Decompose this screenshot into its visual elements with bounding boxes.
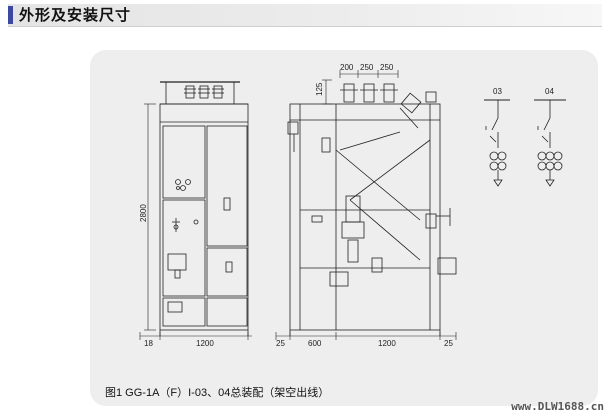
section-title: 外形及安装尺寸 (19, 6, 132, 24)
front-view (159, 81, 249, 336)
dim-side-1200: 1200 (378, 339, 396, 348)
top-insulators (184, 85, 224, 99)
dim-side-600: 600 (308, 339, 322, 348)
header-accent-bar (8, 6, 13, 24)
dim-side-right: 25 (444, 339, 453, 348)
side-dimensions (275, 70, 457, 340)
dim-top-3: 250 (380, 63, 394, 72)
scheme-03 (484, 99, 510, 187)
scheme-04 (534, 99, 566, 187)
scheme-04-label: 04 (545, 87, 554, 96)
dim-front-width: 1200 (196, 339, 214, 348)
side-view (287, 83, 457, 336)
side-cabinet-outline (289, 103, 441, 331)
dim-top-2: 250 (360, 63, 374, 72)
dim-top-1: 200 (340, 63, 354, 72)
front-dimensions (139, 103, 252, 340)
dim-side-gap: 18 (144, 339, 153, 348)
section-header: 外形及安装尺寸 (0, 0, 608, 30)
dim-top-height: 125 (315, 82, 324, 96)
header-band (8, 4, 602, 27)
figure-caption: 图1 GG-1A（F）I-03、04总装配（架空出线） (105, 387, 330, 399)
dim-side-left: 25 (276, 339, 285, 348)
dim-height: 2800 (139, 204, 148, 222)
scheme-03-label: 03 (493, 87, 502, 96)
watermark: www.DLW1688.cn (511, 400, 604, 413)
drawing-panel (90, 50, 598, 406)
side-top-bushings (340, 83, 398, 103)
